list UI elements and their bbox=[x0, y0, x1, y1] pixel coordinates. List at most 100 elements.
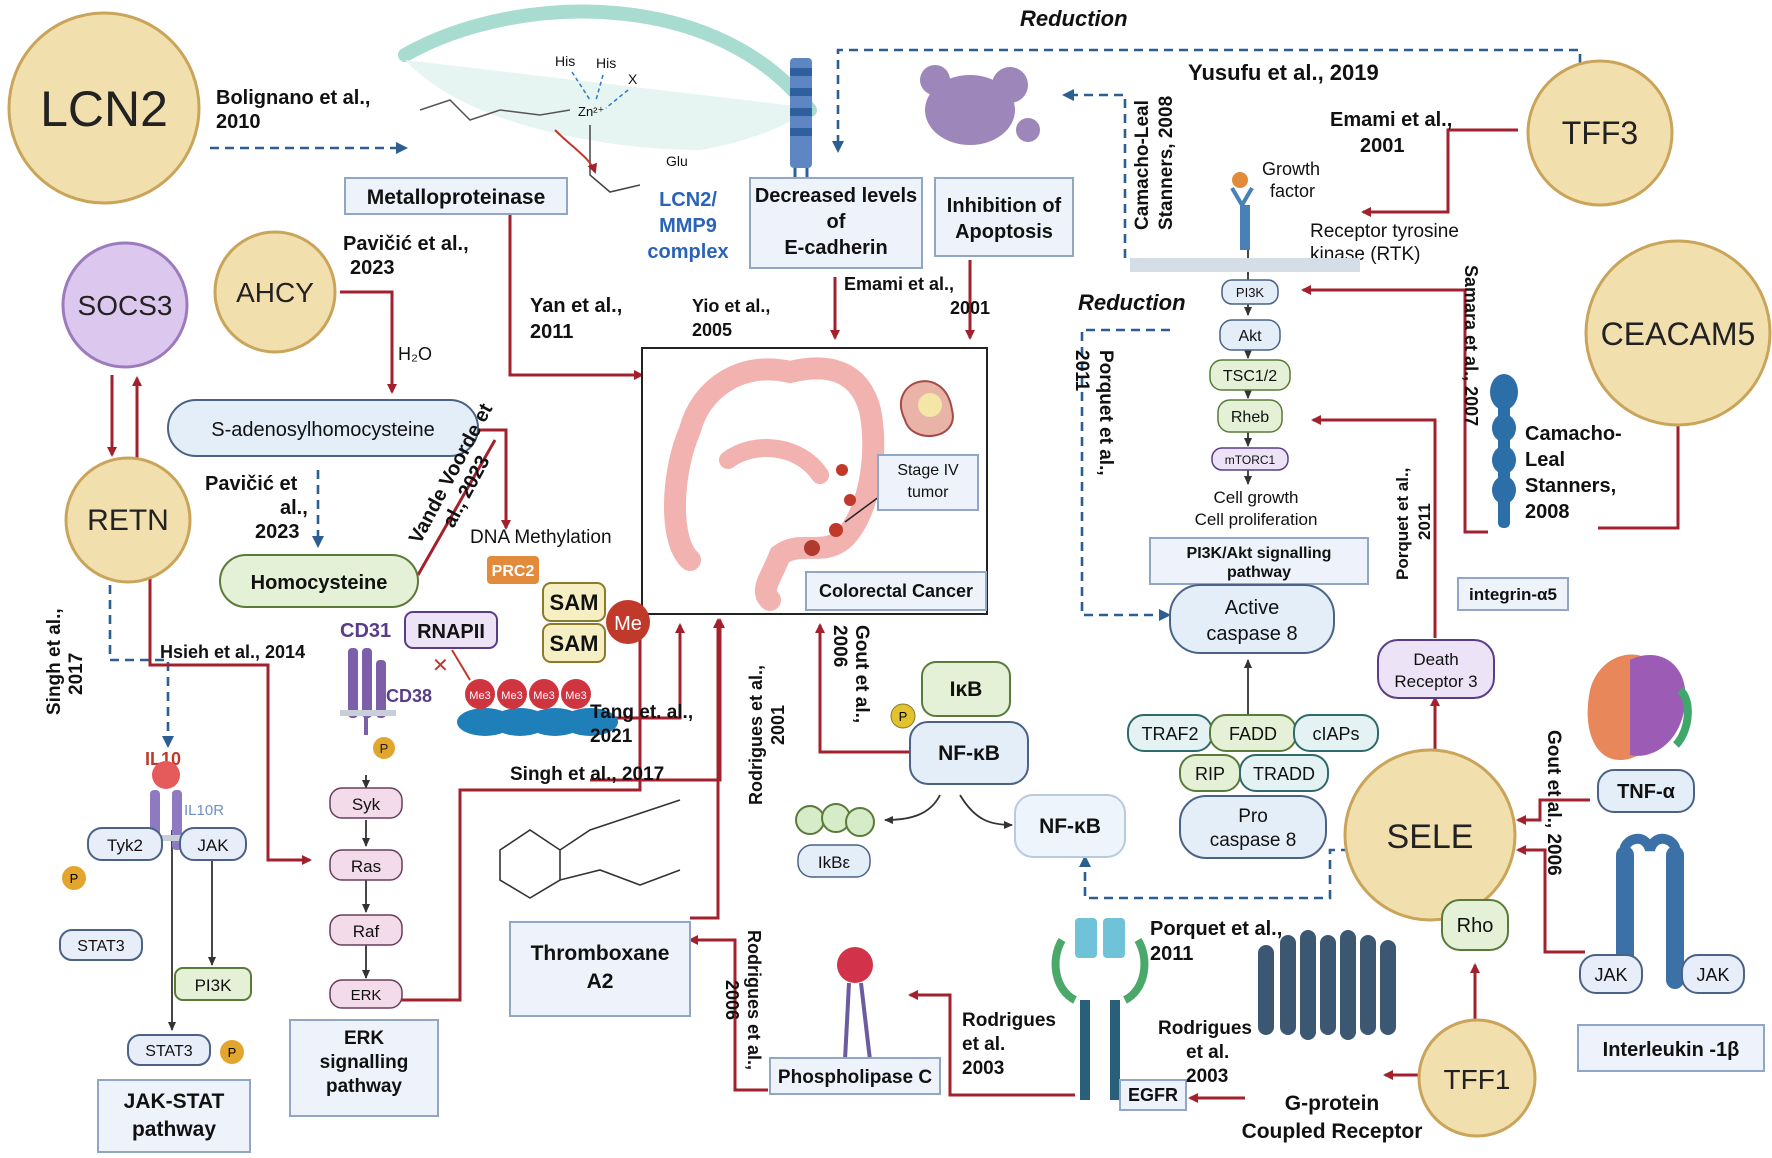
svg-text:2017: 2017 bbox=[66, 653, 87, 695]
svg-text:JAK-STAT: JAK-STAT bbox=[124, 1090, 225, 1113]
svg-text:Singh et al.,: Singh et al., bbox=[44, 608, 65, 715]
svg-text:complex: complex bbox=[647, 241, 728, 263]
retn-erk-arrow bbox=[148, 572, 312, 865]
svg-text:Inhibition of: Inhibition of bbox=[947, 195, 1062, 217]
svg-text:NF-κB: NF-κB bbox=[938, 742, 1000, 765]
citation-bolignano: Bolignano et al., bbox=[216, 87, 370, 109]
svg-text:Me: Me bbox=[614, 613, 642, 635]
thromboxane-structure-icon bbox=[499, 799, 681, 899]
svg-text:TSC1/2: TSC1/2 bbox=[1223, 368, 1277, 385]
svg-text:2006: 2006 bbox=[722, 980, 742, 1020]
traf2-node: TRAF2 bbox=[1127, 714, 1213, 752]
integrin-pi3k-arrow bbox=[1301, 285, 1488, 534]
svg-text:Active: Active bbox=[1225, 597, 1279, 619]
svg-text:Death: Death bbox=[1413, 650, 1458, 669]
svg-text:Stanners,: Stanners, bbox=[1525, 475, 1616, 497]
tff3-node: TFF3 bbox=[1526, 59, 1674, 207]
citation-gout-1: Gout et al., 2006 bbox=[829, 625, 872, 723]
svg-text:Colorectal Cancer: Colorectal Cancer bbox=[819, 581, 973, 601]
cd31-cd38-receptor: CD31 CD38 P bbox=[340, 620, 432, 759]
histone-me3-row: Me3 Me3 Me3 Me3 bbox=[457, 679, 618, 736]
jak-node-il1-left: JAK bbox=[1579, 954, 1643, 994]
cell-growth-label: Cell growth Cell proliferation bbox=[1195, 488, 1318, 529]
svg-text:IL10R: IL10R bbox=[184, 802, 224, 819]
svg-text:JAK: JAK bbox=[197, 836, 229, 855]
svg-text:2023: 2023 bbox=[350, 257, 395, 279]
svg-text:2011: 2011 bbox=[1415, 503, 1434, 540]
pro-caspase-8-node: Pro caspase 8 bbox=[1179, 795, 1327, 859]
egfr-label: EGFR bbox=[1119, 1079, 1187, 1111]
akt-node: Akt bbox=[1219, 319, 1281, 351]
colorectal-cancer-label: Colorectal Cancer bbox=[805, 571, 987, 611]
svg-text:integrin-α5: integrin-α5 bbox=[1469, 585, 1557, 604]
citation-samara: Samara et al., 2007 bbox=[1461, 265, 1481, 426]
sam-node-2: SAM bbox=[542, 623, 606, 663]
svg-text:LCN2/: LCN2/ bbox=[659, 189, 717, 211]
growth-factor-label: Growth factor bbox=[1262, 159, 1320, 201]
gpcr-label: G-protein Coupled Receptor bbox=[1242, 1092, 1423, 1143]
retn-il10-dashed bbox=[108, 585, 174, 748]
nfkb-node-free: NF-κB bbox=[1014, 794, 1126, 858]
citation-singh-1: Singh et al., 2017 bbox=[44, 608, 87, 715]
svg-text:Phospholipase C: Phospholipase C bbox=[778, 1067, 932, 1088]
e-cadherin-icon bbox=[790, 58, 812, 180]
stage-iv-tumor-box: Stage IV tumor bbox=[877, 454, 979, 511]
citation-yio: Yio et al., bbox=[692, 296, 770, 316]
citation-hsieh: Hsieh et al., 2014 bbox=[160, 642, 305, 662]
svg-text:ERK: ERK bbox=[344, 1028, 384, 1049]
svg-text:TNF-α: TNF-α bbox=[1617, 781, 1676, 803]
pi3k-node-left: PI3K bbox=[174, 967, 252, 1001]
gpcr-icon bbox=[1258, 930, 1396, 1040]
tsc-node: TSC1/2 bbox=[1209, 359, 1291, 391]
svg-text:P: P bbox=[380, 741, 389, 756]
his-label-2: His bbox=[596, 55, 616, 71]
p-icon-1: P bbox=[62, 866, 86, 890]
svg-text:2023: 2023 bbox=[255, 521, 300, 543]
tnf-alpha-icon bbox=[1587, 654, 1692, 760]
svg-text:2005: 2005 bbox=[692, 320, 732, 340]
svg-text:AHCY: AHCY bbox=[236, 277, 314, 308]
growth-factor-icon bbox=[1230, 172, 1254, 250]
apoptosis-box: Inhibition of Apoptosis bbox=[934, 177, 1074, 257]
ciaps-node: cIAPs bbox=[1293, 714, 1379, 752]
svg-text:FADD: FADD bbox=[1229, 724, 1277, 744]
svg-text:JAK: JAK bbox=[1696, 965, 1729, 985]
svg-text:SAM: SAM bbox=[550, 631, 599, 656]
zinc-label: Zn²⁺ bbox=[578, 104, 604, 119]
block-x-icon: ✕ bbox=[432, 655, 449, 677]
rho-node: Rho bbox=[1441, 899, 1509, 951]
citation-tang: Tang et. al., bbox=[590, 702, 693, 723]
svg-text:Camacho-Leal: Camacho-Leal bbox=[1132, 100, 1153, 230]
txa2-crc-arrow bbox=[690, 618, 723, 920]
citation-rodrigues-1: Rodrigues et al., 2001 bbox=[746, 665, 788, 805]
svg-text:ERK: ERK bbox=[351, 987, 382, 1004]
svg-text:2011: 2011 bbox=[1150, 943, 1193, 965]
x-label: X bbox=[628, 71, 638, 87]
citation-pavicic-1: Pavičić et al., bbox=[343, 233, 469, 255]
svg-text:E-cadherin: E-cadherin bbox=[784, 237, 887, 259]
citation-porquet-3: Porquet et al., bbox=[1150, 918, 1282, 940]
erk-node: ERK bbox=[329, 979, 403, 1009]
svg-text:Stage IV: Stage IV bbox=[897, 462, 959, 479]
ras-node: Ras bbox=[329, 849, 403, 881]
svg-text:SOCS3: SOCS3 bbox=[78, 290, 173, 321]
dna-methylation-label: DNA Methylation bbox=[470, 527, 612, 548]
svg-text:2006: 2006 bbox=[829, 625, 850, 667]
svg-text:Gout et al., 2006: Gout et al., 2006 bbox=[1543, 730, 1564, 876]
citation-pavicic-2: Pavičić et bbox=[205, 473, 298, 495]
interleukin-box: Interleukin -1β bbox=[1577, 1024, 1765, 1072]
jak-stat-pathway-box: JAK-STAT pathway bbox=[97, 1079, 251, 1153]
svg-text:Thromboxane: Thromboxane bbox=[531, 942, 670, 965]
rodrigues-crc-arrow bbox=[590, 618, 725, 782]
ikbe-node: IkBε bbox=[795, 803, 875, 878]
svg-text:pathway: pathway bbox=[132, 1118, 216, 1141]
svg-text:of: of bbox=[827, 211, 846, 233]
svg-text:cIAPs: cIAPs bbox=[1312, 724, 1359, 744]
svg-text:Cell proliferation: Cell proliferation bbox=[1195, 510, 1318, 529]
svg-text:tumor: tumor bbox=[908, 484, 950, 501]
svg-text:P: P bbox=[899, 709, 908, 724]
citation-singh-2: Singh et al., 2017 bbox=[510, 764, 664, 785]
socs3-node: SOCS3 bbox=[61, 241, 189, 369]
svg-text:Tyk2: Tyk2 bbox=[107, 836, 143, 855]
svg-text:G-protein: G-protein bbox=[1285, 1092, 1380, 1115]
